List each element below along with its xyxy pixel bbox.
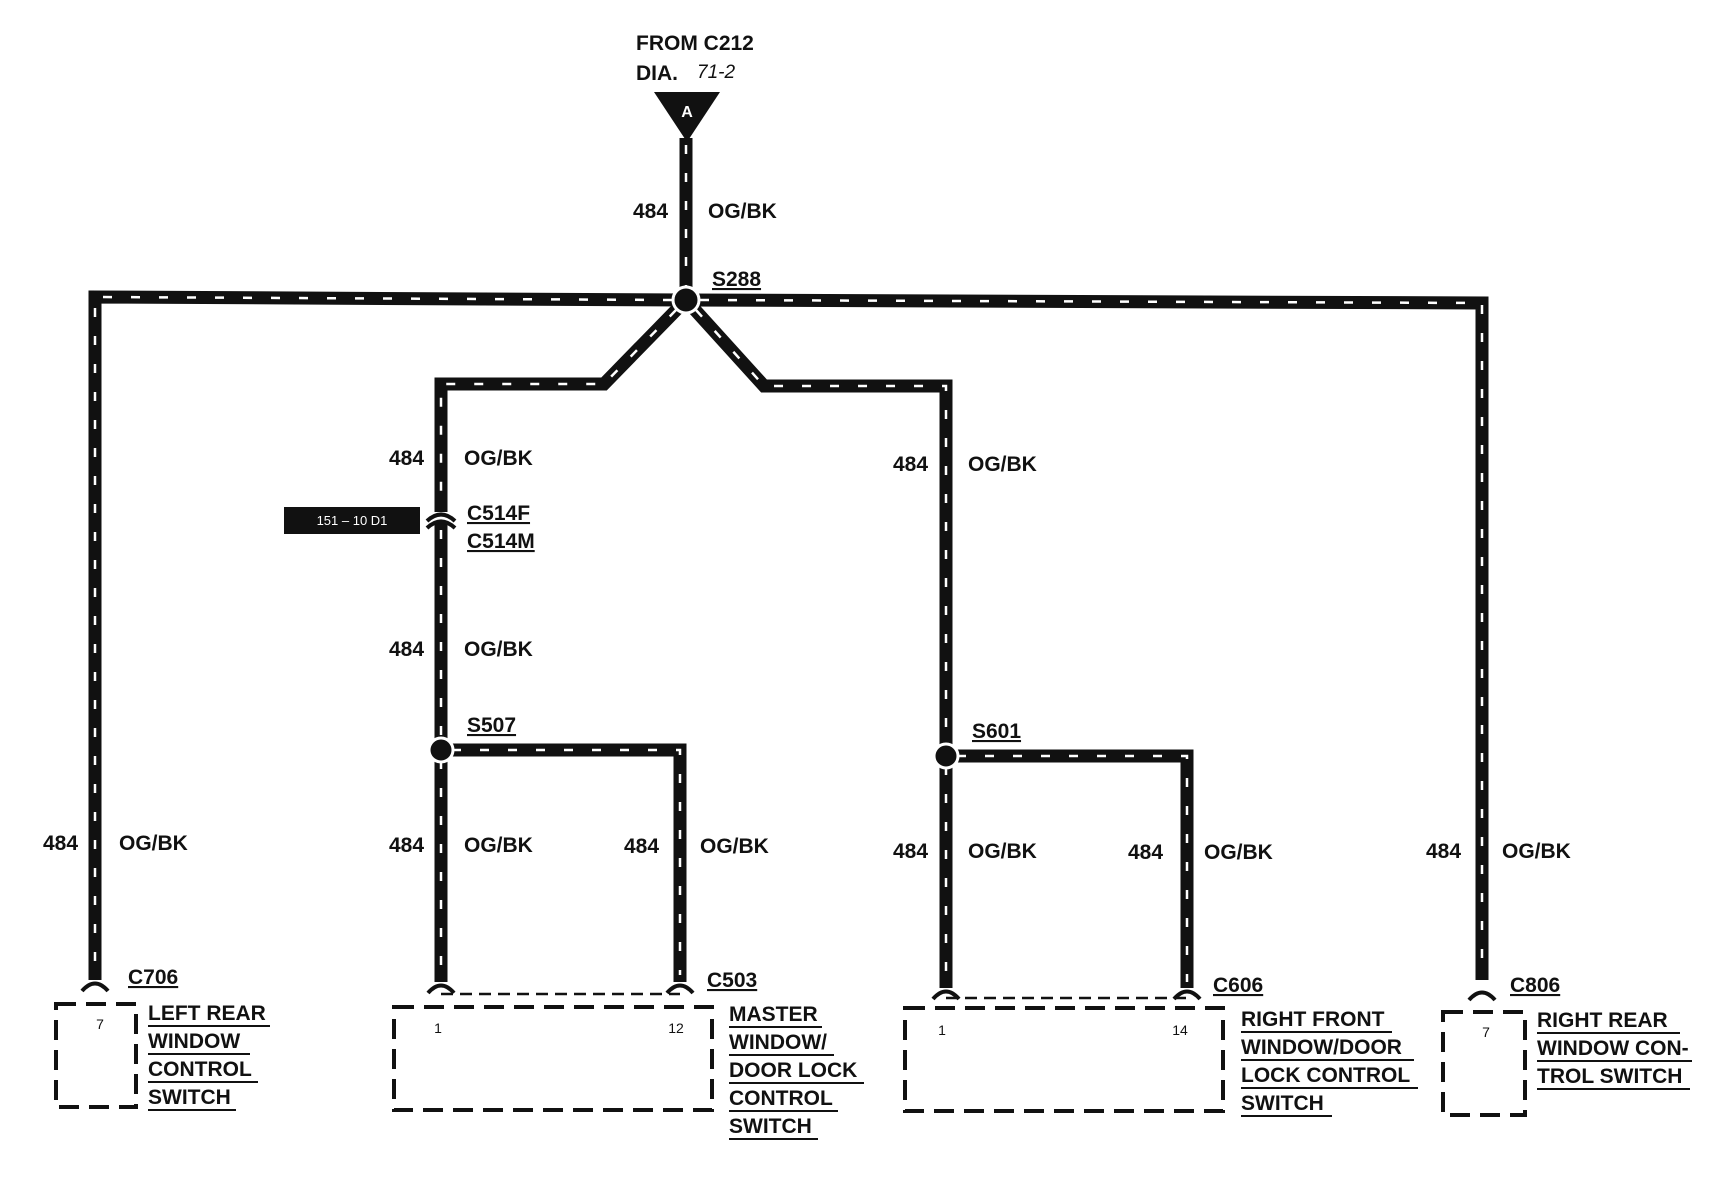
color-label: OG/BK [464, 638, 533, 661]
component-name-line: WINDOW CON- [1537, 1037, 1689, 1060]
component-name-line: MASTER [729, 1003, 818, 1026]
circuit-label: 484 [633, 200, 668, 223]
circuit-label: 484 [389, 638, 424, 661]
component-right-rear: 7 C806 RIGHT REAR WINDOW CON- TROL SWITC… [1441, 974, 1692, 1117]
color-label: OG/BK [968, 453, 1037, 476]
wire-to-s601 [681, 295, 953, 756]
component-name-line: CONTROL [729, 1087, 833, 1110]
connector-label: C503 [707, 969, 757, 992]
terminal-icon [1467, 990, 1497, 1002]
connector-female-icon [425, 512, 457, 523]
color-label: OG/BK [1204, 841, 1273, 864]
splice-s288-dot [671, 285, 701, 315]
component-box [1441, 1010, 1527, 1117]
c514m-label: C514M [467, 530, 535, 553]
component-name-line: LOCK CONTROL [1241, 1064, 1410, 1087]
color-label: OG/BK [708, 200, 777, 223]
component-name-line: SWITCH [148, 1086, 231, 1109]
component-box [903, 1006, 1225, 1113]
terminal-icon [426, 983, 456, 995]
wire-left-rear [88, 290, 687, 980]
circuit-label: 484 [43, 832, 78, 855]
component-name-line: DOOR LOCK [729, 1059, 857, 1082]
connector-label: C806 [1510, 974, 1560, 997]
component-name-line: CONTROL [148, 1058, 252, 1081]
location-ref-box [284, 507, 420, 534]
inline-connector-c514: 151 – 10 D1 C514F C514M [284, 502, 535, 553]
location-ref-text: 151 – 10 D1 [317, 513, 388, 528]
connector-label: C606 [1213, 974, 1263, 997]
splice-s288-label: S288 [712, 268, 761, 291]
terminal-caps [80, 981, 1497, 1002]
component-name-line: SWITCH [1241, 1092, 1324, 1115]
component-box [392, 1005, 714, 1112]
component-left-rear: 7 C706 LEFT REAR WINDOW CONTROL SWITCH [54, 966, 270, 1111]
pin-number: 7 [96, 1016, 104, 1032]
component-box [54, 1002, 138, 1109]
pin-number: 14 [1172, 1022, 1188, 1038]
color-label: OG/BK [464, 834, 533, 857]
splice-s507-dot [427, 736, 455, 764]
component-right-front: 1 14 C606 RIGHT FRONT WINDOW/DOOR LOCK C… [903, 974, 1418, 1117]
component-name-line: TROL SWITCH [1537, 1065, 1682, 1088]
wire-stripes [93, 145, 1484, 982]
component-name-line: LEFT REAR [148, 1002, 266, 1025]
pin-number: 1 [434, 1020, 442, 1036]
pin-number: 7 [1482, 1024, 1490, 1040]
connector-a-letter: A [681, 104, 693, 121]
circuit-label: 484 [389, 834, 424, 857]
terminal-icon [665, 983, 695, 995]
wire-right-rear [685, 293, 1489, 980]
splice-s601-dot [932, 742, 960, 770]
color-label: OG/BK [700, 835, 769, 858]
circuit-label: 484 [893, 840, 928, 863]
connector-label: C706 [128, 966, 178, 989]
wire-s601-right [946, 749, 1194, 988]
wire-s507-right [441, 743, 687, 982]
source-dia-label: DIA. [636, 62, 678, 85]
component-name-line: WINDOW/DOOR [1241, 1036, 1402, 1059]
circuit-label: 484 [893, 453, 928, 476]
wire-harness [88, 138, 1489, 988]
splice-s601-label: S601 [972, 720, 1021, 743]
wire-labels: 484 OG/BK 484 OG/BK 484 OG/BK 484 OG/BK … [43, 200, 1571, 864]
splice-s507-label: S507 [467, 714, 516, 737]
circuit-label: 484 [624, 835, 659, 858]
component-name-line: WINDOW/ [729, 1031, 827, 1054]
circuit-label: 484 [1426, 840, 1461, 863]
component-name-line: SWITCH [729, 1115, 812, 1138]
color-label: OG/BK [1502, 840, 1571, 863]
source-connector: FROM C212 DIA. 71-2 A [636, 32, 754, 142]
color-label: OG/BK [464, 447, 533, 470]
connector-male-icon [425, 519, 457, 530]
wire-to-c514 [434, 295, 691, 512]
terminal-icon [80, 981, 110, 993]
source-from-label: FROM C212 [636, 32, 754, 55]
component-name-line: RIGHT REAR [1537, 1009, 1668, 1032]
component-name-line: RIGHT FRONT [1241, 1008, 1385, 1031]
connector-a-triangle-icon [654, 92, 720, 142]
pin-number: 1 [938, 1022, 946, 1038]
component-master: 1 12 C503 MASTER WINDOW/ DOOR LOCK CONTR… [392, 969, 864, 1140]
source-dia-ref: 71-2 [697, 62, 735, 83]
circuit-label: 484 [1128, 841, 1163, 864]
color-label: OG/BK [968, 840, 1037, 863]
component-name-line: WINDOW [148, 1030, 240, 1053]
circuit-label: 484 [389, 447, 424, 470]
c514f-label: C514F [467, 502, 530, 525]
color-label: OG/BK [119, 832, 188, 855]
pin-number: 12 [668, 1020, 684, 1036]
